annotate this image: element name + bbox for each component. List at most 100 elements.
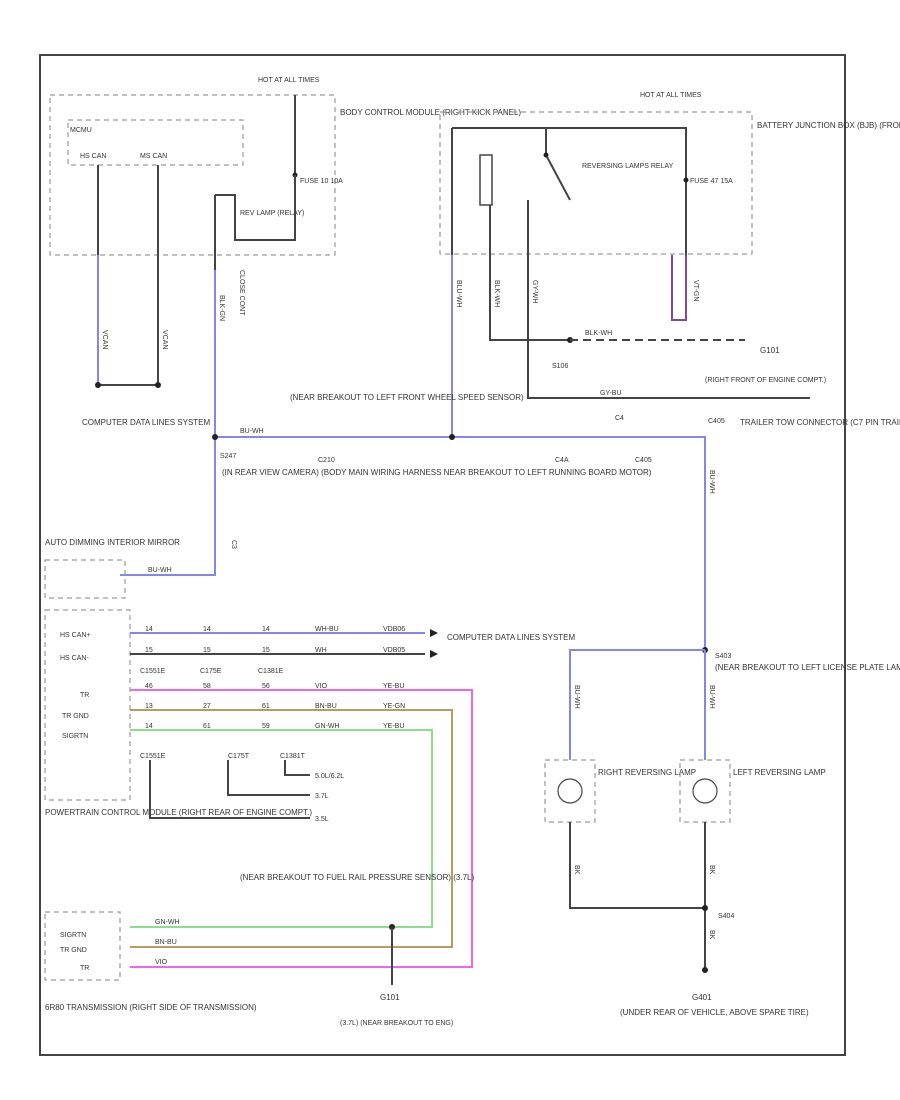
trans-tr-gnd: TR GND: [60, 947, 87, 954]
pcm-tr: TR: [80, 692, 89, 699]
pcm-sig-code-2: YE-BU: [383, 723, 404, 730]
splice-s247: S247: [220, 453, 236, 460]
pcm-sig-pin-3: 59: [262, 723, 270, 730]
pcm-hs-pin-1: 14: [145, 626, 153, 633]
computer-data-lines-pcm: COMPUTER DATA LINES SYSTEM: [447, 633, 576, 642]
splice-note-rear-view: (IN REAR VIEW CAMERA) (BODY MAIN WIRING …: [222, 468, 652, 477]
splice-note-fuel-rail: (NEAR BREAKOUT TO FUEL RAIL PRESSURE SEN…: [240, 873, 474, 882]
pcm-tr-code-1: VIO: [315, 683, 328, 690]
wire-code-lamp-feed-l: BU-WH: [573, 685, 580, 709]
tr-gnd-wire: [130, 709, 453, 948]
diagram-frame: [39, 54, 846, 1056]
pcm-tr-gnd: TR GND: [62, 713, 89, 720]
bjb-wire-mid: [489, 255, 570, 341]
pcm-hs-pin-2: 14: [203, 626, 211, 633]
ground-g401: G401: [692, 993, 712, 1002]
bcm-name: BODY CONTROL MODULE (RIGHT KICK PANEL): [340, 108, 521, 117]
pcm-sig-pin-2: 61: [203, 723, 211, 730]
trans-code-1: GN-WH: [155, 919, 180, 926]
wire-code-ground-bus: BLK-WH: [585, 330, 612, 337]
wire-code-bcm-hs: VCAN: [101, 330, 108, 349]
bcm-wire-rev-blue: [120, 270, 216, 576]
bcm-ms-can: MS CAN: [140, 153, 167, 160]
bjb-relay: REVERSING LAMPS RELAY: [582, 163, 674, 170]
trans-sigrtn: SIGRTN: [60, 932, 86, 939]
pcm-trg-pin-1: 13: [145, 703, 153, 710]
engine-variant-1: 5.0L/6.2L: [315, 773, 344, 780]
left-lamp-label: LEFT REVERSING LAMP: [733, 768, 826, 777]
wire-code-gnd-lower: BK: [708, 930, 715, 940]
trailer-connector: TRAILER TOW CONNECTOR (C7 PIN TRAILER TO…: [740, 418, 900, 427]
splice-s403: S403: [715, 653, 731, 660]
battery-junction-box: HOT AT ALL TIMES BATTERY JUNCTION BOX (B…: [439, 92, 900, 255]
pcm-tr-pin-3: 56: [262, 683, 270, 690]
ground-g101: G101: [760, 346, 780, 355]
wire-code-bcm-rev: BLK-GN: [218, 295, 225, 321]
wire-code-bcm-vert2: CLOSE CONT: [238, 270, 245, 316]
sigrtn-wire: [130, 729, 433, 928]
trans-code-3: VIO: [155, 959, 168, 966]
wire-code-main-bus: BU-WH: [240, 428, 264, 435]
connector-c210: C210: [318, 457, 335, 464]
bcm-rev-lamp: REV LAMP (RELAY): [240, 210, 304, 217]
connector-c4: C4: [615, 415, 624, 422]
pcm-sigrtn: SIGRTN: [62, 733, 88, 740]
auto-dimming-mirror: [44, 559, 126, 599]
connector-c405-lower: C405: [635, 457, 652, 464]
pcm-trg-code-2: YE-GN: [383, 703, 405, 710]
right-lamp-label: RIGHT REVERSING LAMP: [598, 768, 696, 777]
lamp-feed: [569, 649, 705, 760]
bjb-wire-right: [671, 255, 687, 321]
pcm-hs-can-n: HS CAN-: [60, 655, 89, 662]
engine-bracket: [149, 760, 310, 819]
wire-code-bjb-left: BLU-WH: [455, 280, 462, 308]
pcm-hs-n-pin-1: 15: [145, 647, 153, 654]
wire-code-lamp-feed-r: BU-WH: [708, 685, 715, 709]
pcm-sig-code-1: GN-WH: [315, 723, 340, 730]
wire-code-right-down: BU-WH: [708, 470, 715, 494]
right-reversing-lamp: RIGHT REVERSING LAMP: [544, 759, 696, 823]
bcm-fuse: FUSE 10 10A: [300, 178, 343, 185]
wire-code-bjb-mid: BLK-WH: [493, 280, 500, 307]
pcm-trg-code-1: BN-BU: [315, 703, 337, 710]
pcm-trg-pin-3: 61: [262, 703, 270, 710]
trans-code-2: BN-BU: [155, 939, 177, 946]
pcm-sig-pin-1: 14: [145, 723, 153, 730]
pcm-conn-b: C175E: [200, 668, 222, 675]
transmission: SIGRTN TR GND TR 6R80 TRANSMISSION (RIGH…: [44, 911, 257, 1012]
pcm-hs-can-p: HS CAN+: [60, 632, 91, 639]
pcm-hs-n-code-1: WH: [315, 647, 327, 654]
trans-name: 6R80 TRANSMISSION (RIGHT SIDE OF TRANSMI…: [45, 1003, 257, 1012]
pcm-hs-code-1: WH-BU: [315, 626, 339, 633]
pcm-conn-c: C1381E: [258, 668, 284, 675]
pcm-conn-e: C175T: [228, 753, 250, 760]
trans-tr: TR: [80, 965, 89, 972]
ground-g101-desc: (RIGHT FRONT OF ENGINE COMPT.): [705, 377, 826, 384]
tr-wire: [130, 689, 473, 968]
main-bus: [215, 436, 706, 650]
pcm-tr-pin-2: 58: [203, 683, 211, 690]
bcm-inner-label: MCMU: [70, 127, 92, 134]
pcm-tr-code-2: YE-BU: [383, 683, 404, 690]
splice-note-license: (NEAR BREAKOUT TO LEFT LICENSE PLATE LAM…: [715, 663, 900, 672]
powertrain-control-module: HS CAN+ HS CAN- TR TR GND SIGRTN POWERTR…: [44, 609, 312, 817]
connector-c3: C3: [230, 540, 237, 549]
pcm-hs-n-code-2: VDB05: [383, 647, 405, 654]
wire-code-bjb-right: VT-GN: [692, 280, 699, 301]
lamp-ground: [569, 822, 706, 970]
pcm-tr-pin-1: 46: [145, 683, 153, 690]
wire-code-bcm-ms: VCAN: [161, 330, 168, 349]
wire-code-auto-dim: BU-WH: [148, 567, 172, 574]
splice-s404: S404: [718, 913, 734, 920]
ground-g101-lower: G101: [380, 993, 400, 1002]
pcm-hs-n-pin-2: 15: [203, 647, 211, 654]
engine-variant-3: 3.5L: [315, 816, 329, 823]
bjb-name: BATTERY JUNCTION BOX (BJB) (FRONT OF ENG…: [757, 121, 900, 130]
pcm-trg-pin-2: 27: [203, 703, 211, 710]
splice-s106: S106: [552, 363, 568, 370]
pcm-hs-n-pin-3: 15: [262, 647, 270, 654]
wire-code-trailer-bus: GY-BU: [600, 390, 622, 397]
engine-variant-2: 3.7L: [315, 793, 329, 800]
left-reversing-lamp: LEFT REVERSING LAMP: [679, 759, 826, 823]
